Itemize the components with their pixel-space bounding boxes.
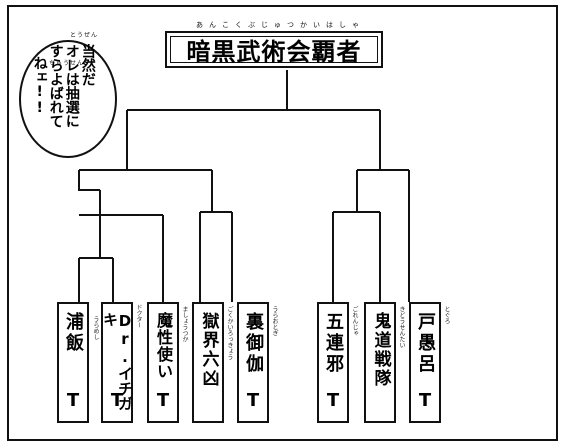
title-inner-frame: 暗黒武術会覇者 <box>170 36 378 66</box>
bubble-line-1: 当然だ <box>79 44 96 86</box>
team-suffix-uraotogi: T <box>242 390 264 411</box>
title-box: 暗黒武術会覇者 <box>165 31 383 68</box>
team-name-gokkai: 獄界六凶 <box>198 312 219 388</box>
team-ruby-mashoutsukai: ましょうつか <box>181 306 188 342</box>
team-suffix-mashoutsukai: T <box>152 390 174 411</box>
team-box-toguro: 戸愚呂 T <box>409 302 441 423</box>
bracket-left-semi <box>79 110 212 171</box>
bubble-ruby-tozen: とうぜん <box>70 32 99 39</box>
team-ruby-uraotogi: うらおとぎ <box>271 306 278 336</box>
bracket-left-qf-a <box>79 190 163 216</box>
team-box-urameshi: 浦飯 T <box>57 302 89 423</box>
bracket-right-qf <box>333 170 380 213</box>
title-ruby: あんこくぶじゅつかいはしゃ <box>196 21 365 29</box>
team-name-ichigaki: Dr.イチガキ <box>101 312 134 411</box>
team-box-gokkai: 獄界六凶 <box>192 302 224 423</box>
team-suffix-urameshi: T <box>62 390 84 411</box>
team-name-uraotogi: 裏御伽 <box>243 312 264 375</box>
panel-border <box>7 5 558 441</box>
bracket-root <box>127 70 380 111</box>
team-suffix-ichigaki: T <box>106 390 128 411</box>
speech-bubble-outline <box>19 40 117 158</box>
team-ruby-toguro: とぐろ <box>443 306 450 324</box>
bubble-line-2: オレは抽選に <box>63 44 80 128</box>
team-ruby-gorenja: ごれんじゃ <box>351 306 358 336</box>
bubble-ruby-chusen: ちゅうせん <box>49 60 85 67</box>
bubble-line-3: すらよばれて <box>47 44 64 128</box>
team-box-mashoutsukai: 魔性使い T <box>147 302 179 423</box>
team-name-urameshi: 浦飯 <box>63 312 84 354</box>
team-name-mashoutsukai: 魔性使い <box>154 312 173 380</box>
team-suffix-toguro: T <box>414 390 436 411</box>
bubble-line-4: ねェ!! <box>31 56 48 116</box>
team-box-gorenja: 五連邪 T <box>317 302 349 423</box>
team-name-kidousentai: 鬼道戦隊 <box>370 312 391 388</box>
bracket-left-qf-b <box>200 190 232 213</box>
title-text: 暗黒武術会覇者 <box>186 38 362 66</box>
team-name-gorenja: 五連邪 <box>323 312 344 375</box>
team-ruby-gokkai: ごくかいろっきょう <box>226 306 233 360</box>
team-suffix-gorenja: T <box>322 390 344 411</box>
team-ruby-urameshi: うらめし <box>92 316 99 340</box>
team-box-uraotogi: 裏御伽 T <box>237 302 269 423</box>
team-box-kidousentai: 鬼道戦隊 <box>364 302 396 423</box>
team-ruby-ichigaki: ドクター <box>135 304 142 328</box>
team-ruby-kidousentai: きどうせんたい <box>398 306 405 348</box>
team-box-ichigaki: Dr.イチガキ T <box>101 302 134 423</box>
team-name-toguro: 戸愚呂 <box>415 312 436 375</box>
bracket-right-semi <box>357 110 409 171</box>
